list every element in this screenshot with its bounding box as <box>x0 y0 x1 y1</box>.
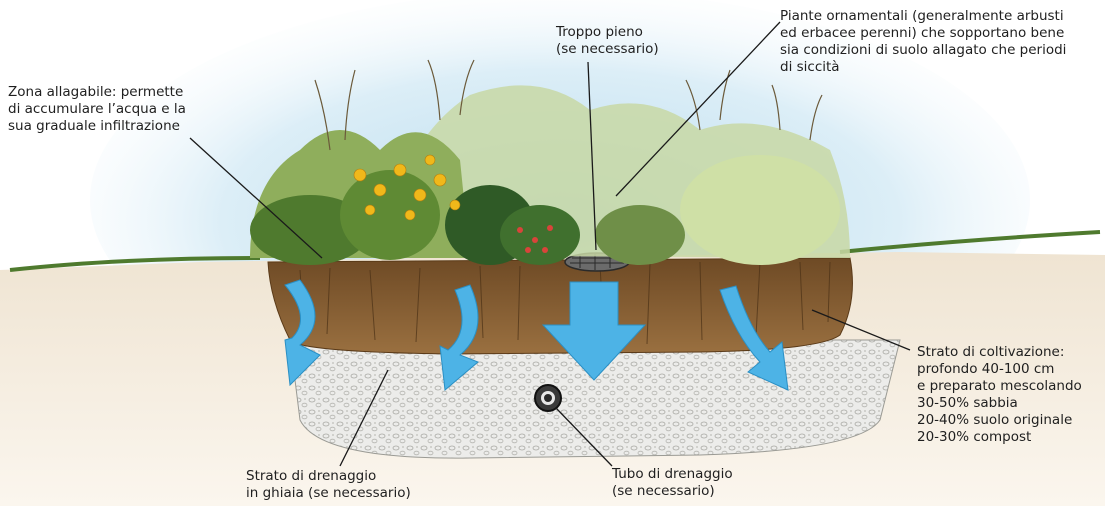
label-piante-line-3: sia condizioni di suolo allagato che per… <box>780 42 1066 59</box>
label-strato-colt-line-5: 20-40% suolo originale <box>917 412 1082 429</box>
label-troppo-line-2: (se necessario) <box>556 41 659 58</box>
label-zona-line-3: sua graduale infiltrazione <box>8 118 186 135</box>
label-troppo-pieno: Troppo pieno (se necessario) <box>556 24 659 58</box>
label-piante-line-4: di siccità <box>780 59 1066 76</box>
label-zona-allagabile: Zona allagabile: permette di accumulare … <box>8 84 186 135</box>
label-strato-coltivazione: Strato di coltivazione: profondo 40-100 … <box>917 344 1082 446</box>
label-strato-colt-line-3: e preparato mescolando <box>917 378 1082 395</box>
label-drenaggio-line-2: in ghiaia (se necessario) <box>246 485 411 502</box>
label-drenaggio-line-1: Strato di drenaggio <box>246 468 411 485</box>
label-tubo-line-2: (se necessario) <box>612 483 733 500</box>
label-strato-drenaggio: Strato di drenaggio in ghiaia (se necess… <box>246 468 411 502</box>
label-tubo-drenaggio: Tubo di drenaggio (se necessario) <box>612 466 733 500</box>
label-piante-ornamentali: Piante ornamentali (generalmente arbusti… <box>780 8 1066 76</box>
label-strato-colt-line-2: profondo 40-100 cm <box>917 361 1082 378</box>
label-strato-colt-line-4: 30-50% sabbia <box>917 395 1082 412</box>
label-tubo-line-1: Tubo di drenaggio <box>612 466 733 483</box>
label-zona-line-2: di accumulare l’acqua e la <box>8 101 186 118</box>
label-strato-colt-line-1: Strato di coltivazione: <box>917 344 1082 361</box>
label-zona-line-1: Zona allagabile: permette <box>8 84 186 101</box>
label-strato-colt-line-6: 20-30% compost <box>917 429 1082 446</box>
label-piante-line-1: Piante ornamentali (generalmente arbusti <box>780 8 1066 25</box>
label-piante-line-2: ed erbacee perenni) che sopportano bene <box>780 25 1066 42</box>
label-troppo-line-1: Troppo pieno <box>556 24 659 41</box>
